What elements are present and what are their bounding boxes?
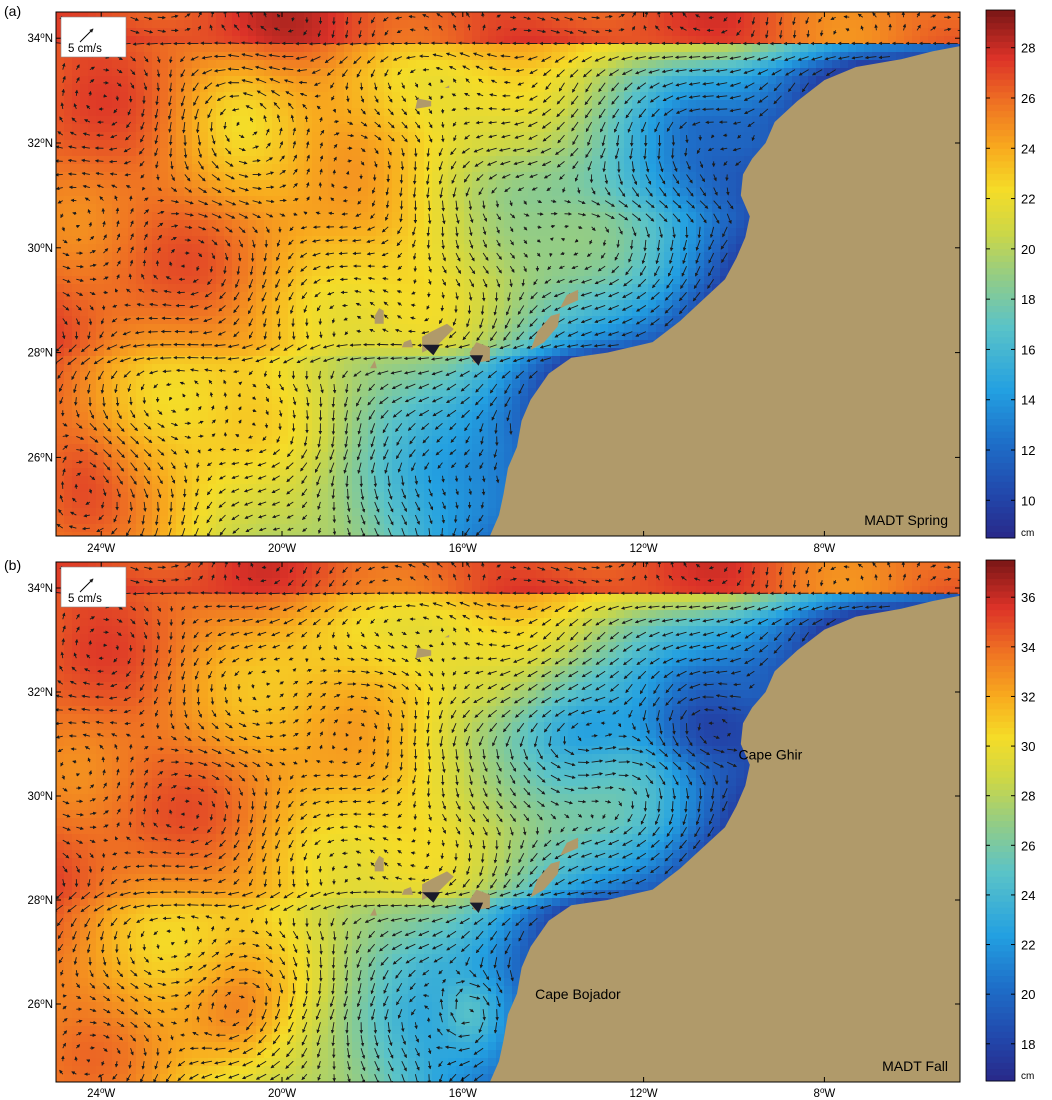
colorbar-tick-label: 20 <box>1021 987 1035 1002</box>
lon-tick-label: 24oW <box>87 1086 115 1100</box>
lon-tick-label: 20oW <box>268 541 296 555</box>
island-land <box>444 634 450 638</box>
island-land <box>401 339 414 348</box>
lon-tick-label: 8oW <box>814 541 836 555</box>
island-land <box>530 861 560 898</box>
island-land <box>415 98 432 109</box>
lat-tick-label: 30oN <box>27 789 53 803</box>
colorbar-tick-label: 18 <box>1021 292 1035 307</box>
island-land <box>370 360 377 369</box>
island-land <box>560 837 579 856</box>
colorbar-tick-label: 24 <box>1021 888 1035 903</box>
colorbar: 18 20 22 24 26 28 30 32 34 36 cm <box>985 559 1035 1082</box>
panel-b: 24oW 20oW 16oW 12oW 8oW 34oN 32oN 30oN 28oN 26oN (… <box>4 557 1035 1100</box>
panel-letter: (b) <box>4 557 21 573</box>
colorbar-tick-label: 14 <box>1021 393 1035 408</box>
colorbar-tick-label: 20 <box>1021 242 1035 257</box>
reference-vector-arrow <box>79 28 94 43</box>
lon-tick-label: 12oW <box>630 541 658 555</box>
island-land <box>444 85 450 88</box>
colorbar-tick-label: 28 <box>1021 41 1035 56</box>
colorbar-tick-label: 36 <box>1021 590 1035 605</box>
panel-letter: (a) <box>4 3 21 19</box>
reference-vector-box <box>60 16 127 58</box>
colorbar-tick-label: 24 <box>1021 141 1035 156</box>
velocity-vectors <box>56 562 960 1082</box>
african-coast-land <box>489 12 960 536</box>
colorbar: 10 12 14 16 18 20 22 24 26 28 cm <box>985 9 1035 539</box>
island-land <box>415 647 432 659</box>
cape-bojador-label: Cape Bojador <box>535 986 621 1002</box>
cape-ghir-label: Cape Ghir <box>739 747 803 763</box>
lat-tick-label: 26oN <box>27 450 53 464</box>
colorbar-tick-label: 26 <box>1021 91 1035 106</box>
lon-tick-label: 16oW <box>449 1086 477 1100</box>
lat-tick-label: 30oN <box>27 241 53 255</box>
island-shadow <box>469 902 484 913</box>
lat-tick-label: 28oN <box>27 346 53 360</box>
colorbar-unit: cm <box>1021 1071 1034 1082</box>
reference-vector-label: 5 cm/s <box>68 593 102 605</box>
colorbar-tick-label: 30 <box>1021 739 1035 754</box>
colorbar-tick-label: 22 <box>1021 192 1035 207</box>
colorbar-tick-label: 26 <box>1021 838 1035 853</box>
lon-tick-label: 24oW <box>87 541 115 555</box>
colorbar-tick-label: 34 <box>1021 640 1035 655</box>
map-frame <box>55 11 961 537</box>
island-land <box>530 313 560 350</box>
island-land <box>374 308 384 324</box>
island-shadow <box>422 344 441 356</box>
lon-tick-label: 12oW <box>630 1086 658 1100</box>
map-frame <box>55 561 961 1083</box>
island-land <box>374 855 384 872</box>
colorbar-tick-label: 16 <box>1021 342 1035 357</box>
island-land <box>560 289 579 309</box>
lat-tick-label: 34oN <box>27 31 53 45</box>
colorbar-tick-label: 32 <box>1021 689 1035 704</box>
colorbar-unit: cm <box>1021 528 1034 539</box>
panel-a: 24oW 20oW 16oW 12oW 8oW 34oN 32oN 30oN 28oN 26oN (… <box>4 3 1035 555</box>
island-land <box>370 907 377 916</box>
lat-tick-label: 32oN <box>27 136 53 150</box>
island-land <box>401 887 414 895</box>
colorbar-tick-label: 10 <box>1021 493 1035 508</box>
lat-tick-label: 28oN <box>27 893 53 907</box>
colorbar-tick-label: 18 <box>1021 1037 1035 1052</box>
colorbar-tick-label: 22 <box>1021 938 1035 953</box>
lon-tick-label: 20oW <box>268 1086 296 1100</box>
reference-vector-arrow <box>79 578 94 593</box>
colorbar-tick-label: 28 <box>1021 789 1035 804</box>
lat-tick-label: 32oN <box>27 685 53 699</box>
season-label: MADT Spring <box>864 512 948 528</box>
island-shadow <box>422 892 441 903</box>
reference-vector-label: 5 cm/s <box>68 43 102 55</box>
lat-tick-label: 34oN <box>27 581 53 595</box>
island-shadow <box>469 355 484 366</box>
velocity-vectors <box>56 12 960 536</box>
lon-tick-label: 8oW <box>814 1086 836 1100</box>
colorbar-tick-label: 12 <box>1021 443 1035 458</box>
lon-tick-label: 16oW <box>449 541 477 555</box>
reference-vector-box <box>60 566 127 608</box>
african-coast-land <box>489 562 960 1082</box>
season-label: MADT Fall <box>882 1058 948 1074</box>
lat-tick-label: 26oN <box>27 997 53 1011</box>
